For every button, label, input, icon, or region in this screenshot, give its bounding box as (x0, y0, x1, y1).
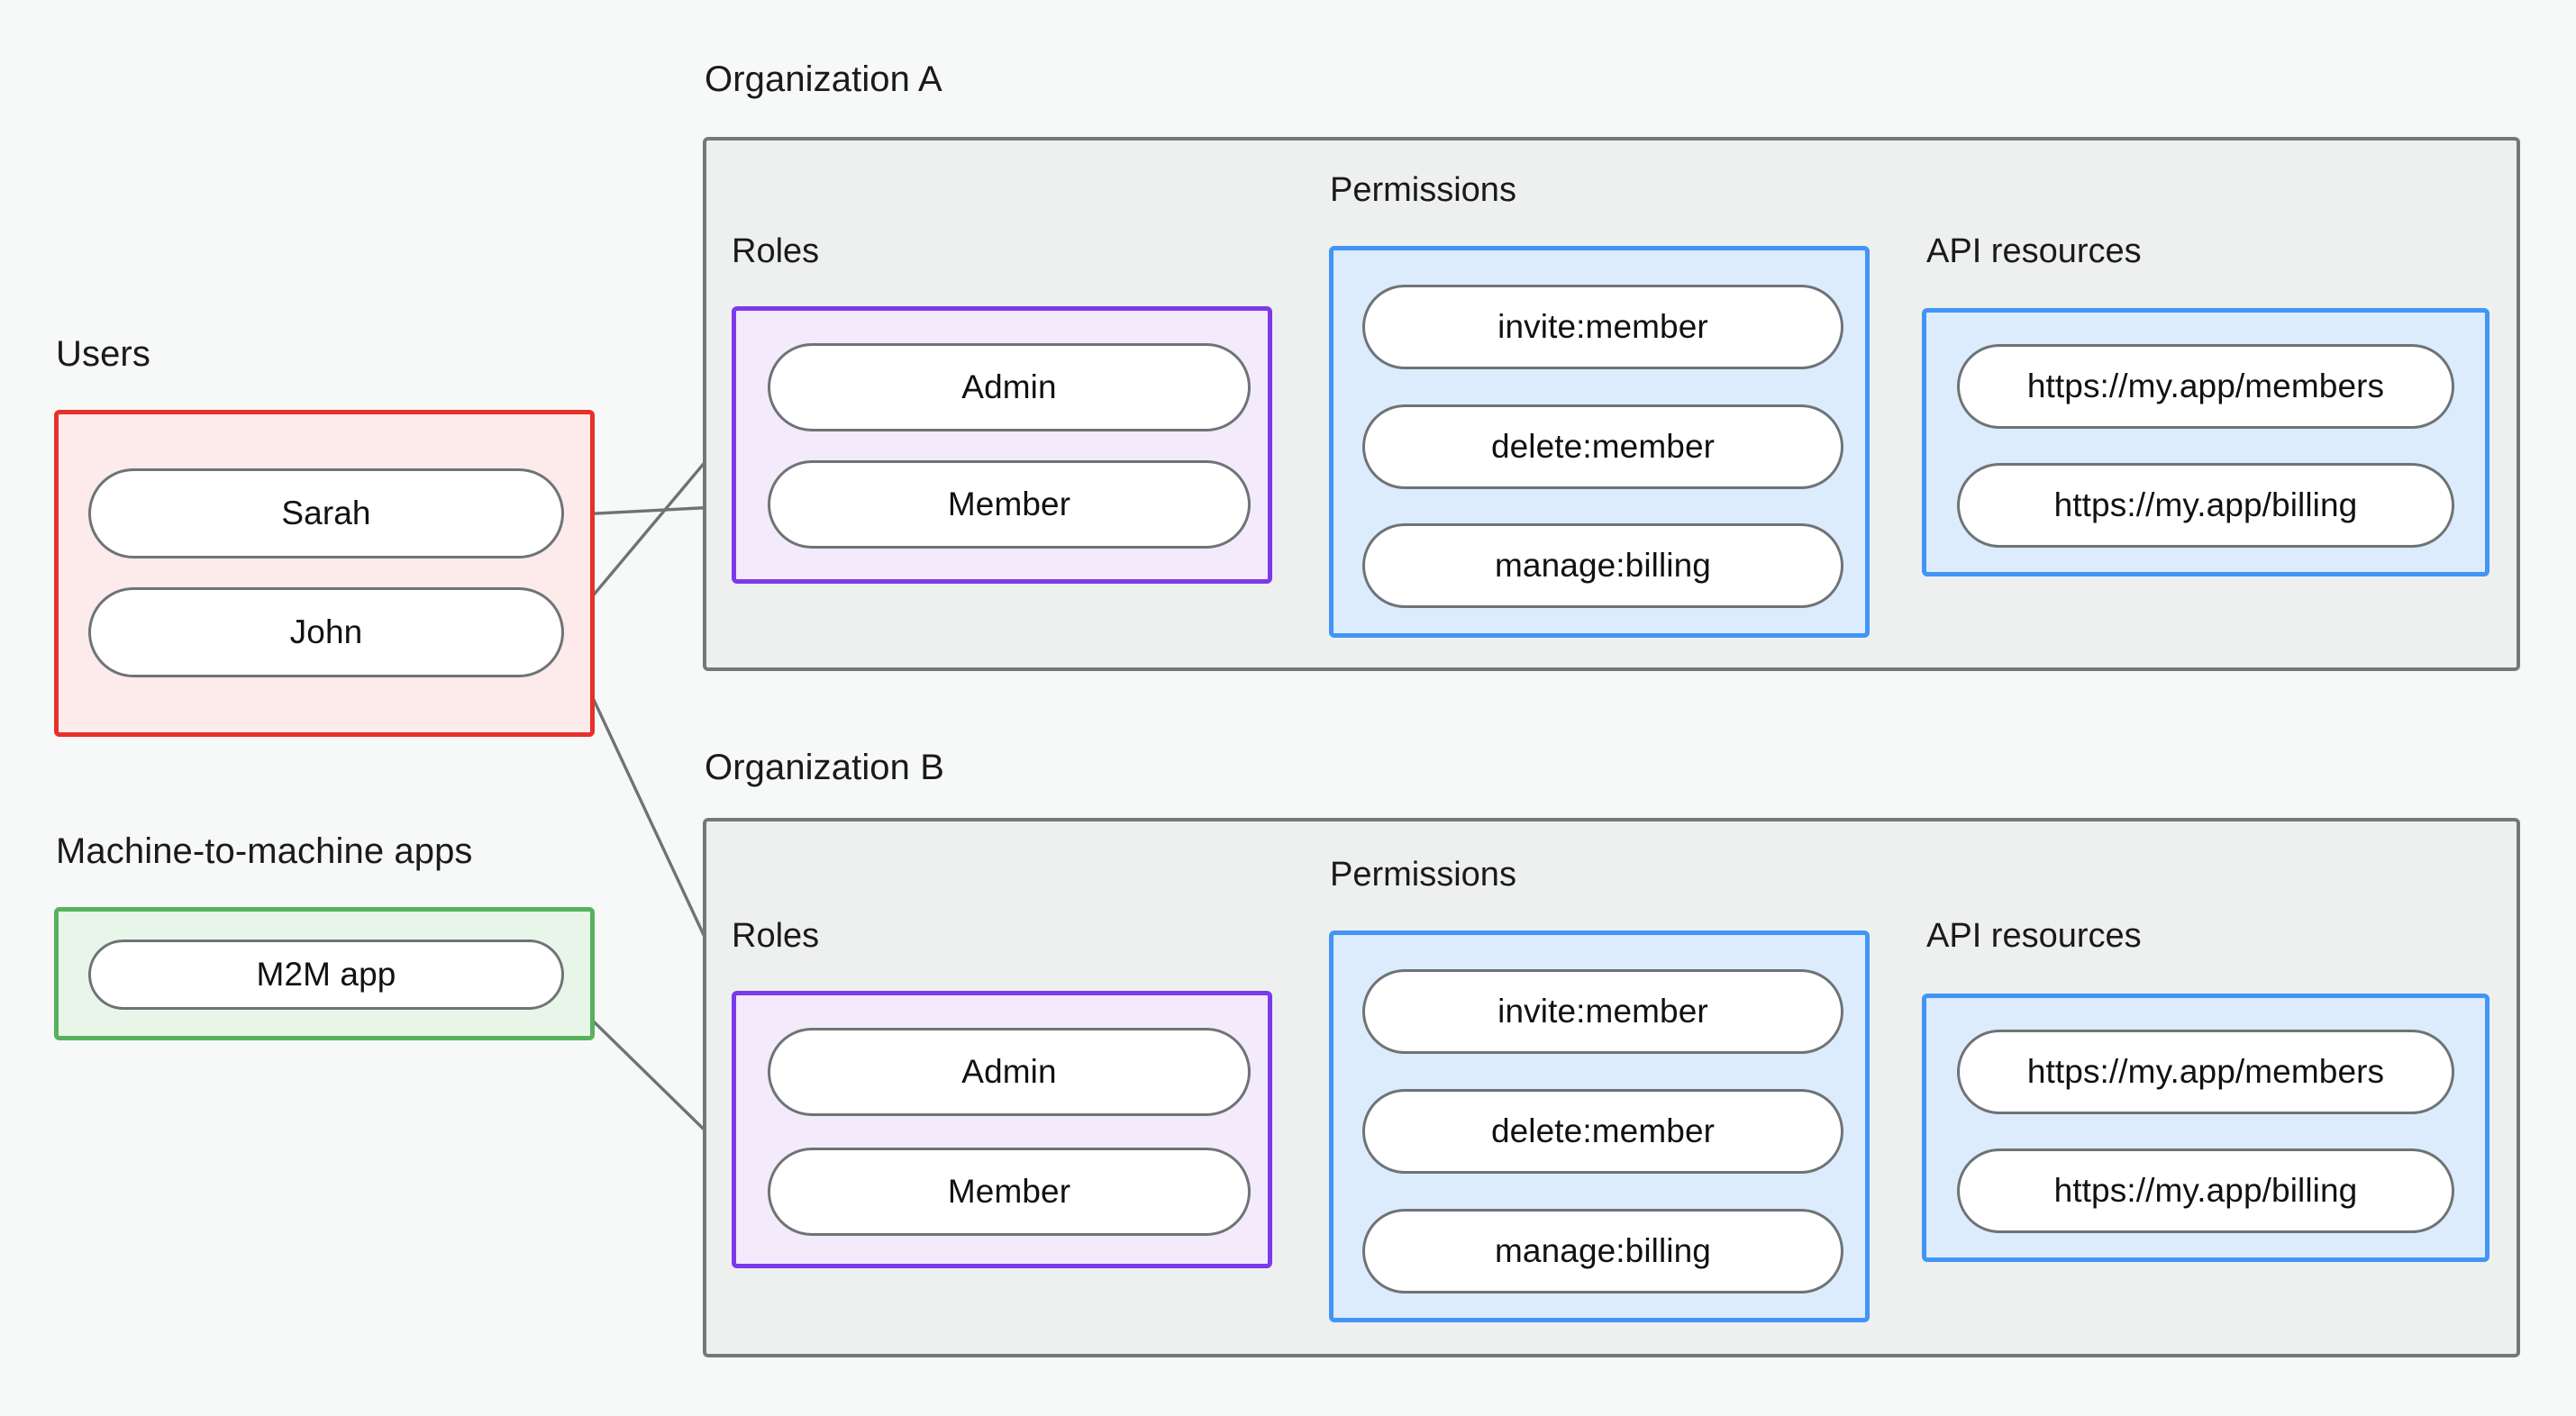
orgA-permission-pill-manage-billing[interactable]: manage:billing (1362, 523, 1843, 608)
orgB-role-pill-admin[interactable]: Admin (768, 1028, 1251, 1116)
user-pill-john[interactable]: John (88, 587, 564, 677)
m2m-pill-app[interactable]: M2M app (88, 939, 564, 1010)
orgA-role-pill-admin[interactable]: Admin (768, 343, 1251, 431)
user-pill-sarah[interactable]: Sarah (88, 468, 564, 558)
orgB-roles-label: Roles (732, 917, 820, 955)
orgB-permission-pill-invite-member[interactable]: invite:member (1362, 969, 1843, 1054)
orgB-api-resources-label: API resources (1926, 917, 2142, 955)
users-group-box (54, 410, 595, 737)
orgA-permissions-label: Permissions (1330, 171, 1516, 209)
organization-b-title: Organization B (705, 748, 944, 787)
users-group-label: Users (56, 334, 150, 374)
orgA-permission-pill-delete-member[interactable]: delete:member (1362, 404, 1843, 489)
m2m-group-label: Machine-to-machine apps (56, 831, 473, 871)
orgA-api-resources-label: API resources (1926, 232, 2142, 270)
organization-a-title: Organization A (705, 59, 942, 99)
orgA-roles-label: Roles (732, 232, 820, 270)
orgA-role-pill-member[interactable]: Member (768, 460, 1251, 549)
orgA-permission-pill-invite-member[interactable]: invite:member (1362, 285, 1843, 369)
orgB-role-pill-member[interactable]: Member (768, 1148, 1251, 1236)
orgA-api-pill-members[interactable]: https://my.app/members (1957, 344, 2454, 429)
orgB-api-pill-billing[interactable]: https://my.app/billing (1957, 1148, 2454, 1233)
orgB-permission-pill-manage-billing[interactable]: manage:billing (1362, 1209, 1843, 1293)
orgA-api-pill-billing[interactable]: https://my.app/billing (1957, 463, 2454, 548)
orgB-api-pill-members[interactable]: https://my.app/members (1957, 1030, 2454, 1114)
orgB-permissions-label: Permissions (1330, 856, 1516, 894)
orgB-permission-pill-delete-member[interactable]: delete:member (1362, 1089, 1843, 1174)
